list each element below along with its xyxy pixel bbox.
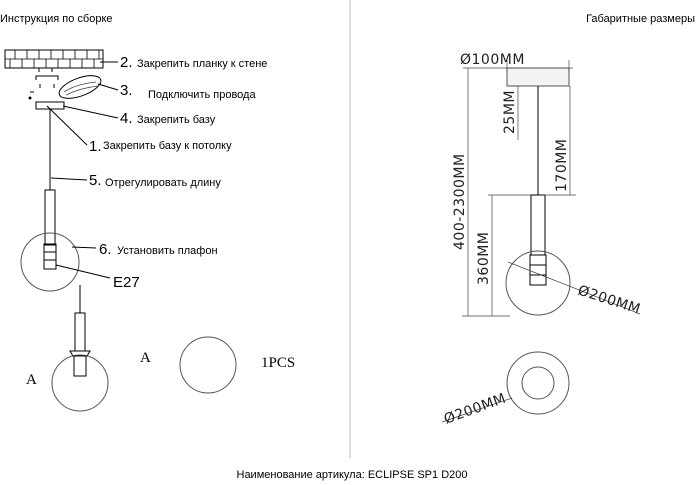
ceiling-plate-graphic bbox=[4, 49, 104, 72]
canopy-graphic bbox=[506, 67, 570, 87]
total-length-label: 400-2300MM bbox=[452, 153, 468, 250]
step-3-number: 3. bbox=[120, 82, 133, 99]
dimension-holder bbox=[530, 194, 546, 256]
dimension-drawing bbox=[462, 60, 641, 317]
top-view-graphic bbox=[441, 351, 570, 423]
step-4-number: 4. bbox=[120, 110, 133, 127]
assembly-instructions-title: Инструкция по сборке bbox=[0, 13, 113, 25]
step-2-number: 2. bbox=[120, 54, 133, 71]
step-2-text: Закрепить планку к стене bbox=[137, 58, 267, 70]
step-1-number: 1. bbox=[89, 138, 102, 155]
quantity-label: 1PCS bbox=[261, 355, 295, 371]
step-3-text: Подключить провода bbox=[148, 89, 256, 101]
step-5-text: Отрегулировать длину bbox=[105, 177, 221, 189]
part-a-fixture bbox=[51, 285, 109, 412]
shade-height-label: 360MM bbox=[476, 232, 492, 285]
canopy-height-label: 25MM bbox=[502, 90, 518, 134]
part-a-label: A bbox=[26, 372, 37, 388]
bulb-socket bbox=[43, 243, 57, 270]
wire-connection-graphic bbox=[58, 75, 102, 99]
lamp-holder-tube bbox=[44, 189, 56, 246]
bulb-type-label: E27 bbox=[113, 274, 140, 291]
canopy-diameter-label: Ø100MM bbox=[460, 52, 525, 68]
glass-globe bbox=[20, 232, 80, 292]
mounting-bracket-graphic bbox=[28, 75, 59, 100]
step-4-text: Закрепить базу bbox=[137, 114, 216, 126]
article-name: Наименование артикула: ECLIPSE SP1 D200 bbox=[237, 469, 468, 481]
step-6-text: Установить плафон bbox=[117, 245, 218, 257]
holder-length-label: 170MM bbox=[554, 139, 570, 192]
step-6-number: 6. bbox=[99, 241, 112, 258]
dimensions-title: Габаритные размеры bbox=[586, 13, 695, 25]
part-a-shade-label: A bbox=[140, 350, 151, 366]
shade-diameter-label: Ø200MM bbox=[576, 283, 643, 318]
top-view-diameter-label: Ø200MM bbox=[442, 391, 508, 428]
assembly-drawing: 2. Закрепить планку к стене 3. Подключит… bbox=[4, 49, 267, 292]
glass-shade-part bbox=[179, 336, 237, 394]
step-1-text: Закрепить базу к потолку bbox=[103, 140, 232, 152]
dimension-globe bbox=[505, 250, 571, 316]
step-5-number: 5. bbox=[89, 172, 102, 189]
canopy-base-graphic bbox=[35, 101, 65, 110]
